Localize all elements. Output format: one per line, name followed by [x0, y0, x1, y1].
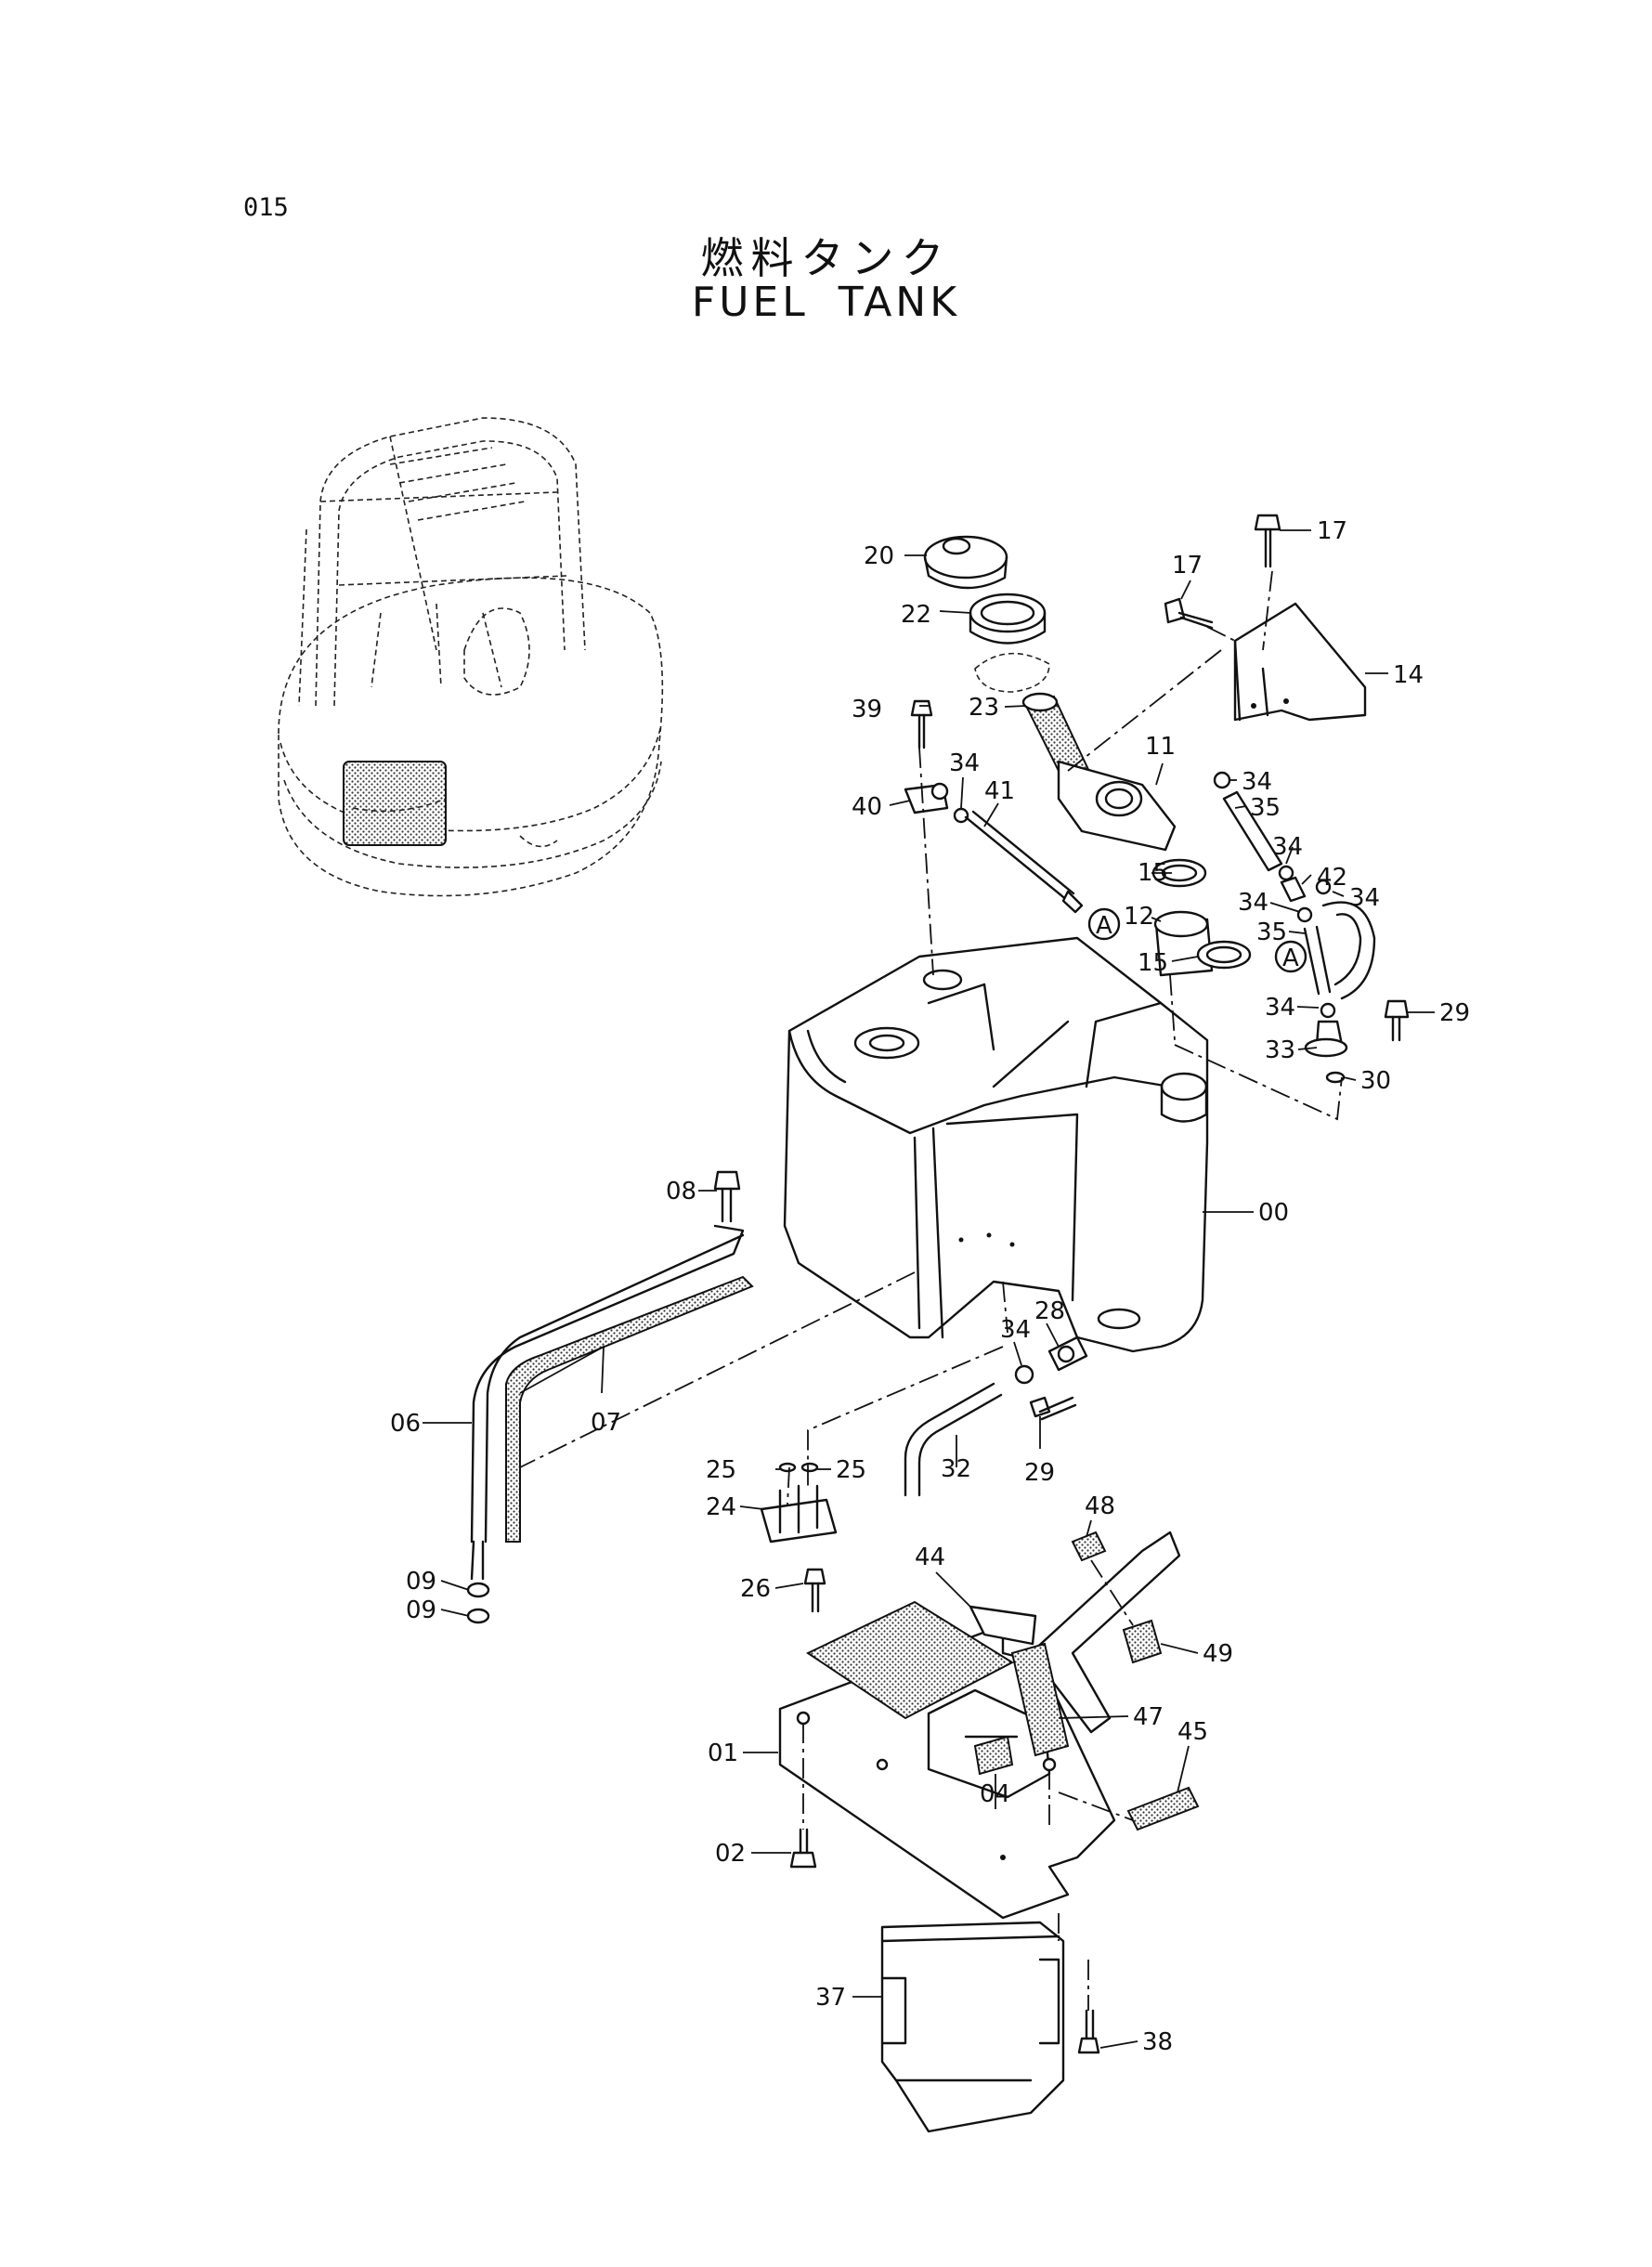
- callout-35-a: 35: [1250, 794, 1281, 822]
- fitting-24: [760, 1462, 838, 1613]
- excavator-overview-illustration: [278, 417, 664, 897]
- callout-22: 22: [901, 601, 931, 629]
- cover-37: [880, 1921, 1100, 2133]
- callout-35-b: 35: [1256, 919, 1287, 946]
- callout-26: 26: [740, 1575, 771, 1603]
- callout-15-b: 15: [1138, 949, 1168, 977]
- title-english: FUEL TANK: [691, 279, 961, 326]
- assembly-center-lines: [519, 570, 1343, 2011]
- callout-29-bottom: 29: [1024, 1459, 1055, 1487]
- callout-39: 39: [852, 696, 882, 723]
- callout-25-left: 25: [706, 1456, 736, 1484]
- callout-34-f: 34: [1265, 994, 1295, 1022]
- callout-09-a: 09: [406, 1568, 436, 1596]
- drain-assembly: [904, 1335, 1088, 1497]
- callout-numbers: 20 22 23 11 17 17 14 39 40 34 41 34 35 3…: [390, 517, 1470, 2056]
- vent-hose-41: [904, 699, 1084, 914]
- callout-40: 40: [852, 793, 882, 821]
- callout-20: 20: [864, 542, 894, 570]
- callout-00: 00: [1258, 1199, 1289, 1227]
- filler-cap-assembly: [923, 535, 1177, 852]
- callout-48: 48: [1085, 1492, 1115, 1520]
- callout-38: 38: [1142, 2028, 1173, 2056]
- callout-12: 12: [1124, 903, 1154, 931]
- callout-45: 45: [1177, 1718, 1208, 1746]
- callout-24: 24: [706, 1493, 736, 1521]
- callout-34-c: 34: [1272, 833, 1303, 861]
- callout-leaders: [423, 529, 1435, 2049]
- callout-32: 32: [941, 1455, 971, 1483]
- callout-04: 04: [980, 1780, 1010, 1808]
- callout-02: 02: [715, 1840, 746, 1868]
- callout-34-d: 34: [1349, 884, 1380, 912]
- callout-42: 42: [1317, 864, 1347, 892]
- callout-33: 33: [1265, 1036, 1295, 1064]
- fuel-tank-00: [783, 936, 1209, 1353]
- callout-29-right: 29: [1439, 999, 1470, 1027]
- callout-11: 11: [1145, 733, 1176, 761]
- callout-23: 23: [969, 694, 999, 722]
- callout-30: 30: [1360, 1067, 1391, 1095]
- callout-06: 06: [390, 1410, 421, 1438]
- callout-41: 41: [984, 777, 1015, 805]
- callout-25-right: 25: [836, 1456, 866, 1484]
- callout-15-a: 15: [1138, 859, 1168, 887]
- tank-straps: [466, 1170, 754, 1624]
- reference-a-left: A: [1096, 912, 1112, 940]
- callout-47: 47: [1133, 1703, 1164, 1731]
- callout-37: 37: [815, 1984, 846, 2012]
- callout-34-a: 34: [949, 749, 980, 777]
- callout-28: 28: [1034, 1297, 1065, 1325]
- return-hose-assembly: [1213, 771, 1410, 1084]
- cover-14: [1164, 514, 1367, 722]
- callout-44: 44: [915, 1544, 945, 1571]
- callout-34-g: 34: [1000, 1316, 1031, 1344]
- filler-hose-12: [1151, 858, 1252, 977]
- callout-49: 49: [1203, 1640, 1233, 1668]
- under-plate-01: [778, 1531, 1200, 1920]
- title-japanese: 燃料タンク: [700, 233, 952, 283]
- callout-17-top: 17: [1317, 517, 1347, 545]
- callout-09-b: 09: [406, 1596, 436, 1624]
- callout-14: 14: [1393, 661, 1424, 689]
- callout-34-b: 34: [1242, 768, 1272, 796]
- callout-01: 01: [708, 1739, 738, 1767]
- page-code: 015: [243, 193, 289, 222]
- callout-08: 08: [666, 1178, 696, 1205]
- callout-17-side: 17: [1172, 552, 1203, 580]
- reference-circle-a-left: [1087, 907, 1121, 941]
- callout-07: 07: [591, 1409, 621, 1437]
- reference-circle-a-right: [1274, 940, 1307, 973]
- reference-a-right: A: [1282, 945, 1299, 972]
- callout-34-e: 34: [1238, 889, 1268, 917]
